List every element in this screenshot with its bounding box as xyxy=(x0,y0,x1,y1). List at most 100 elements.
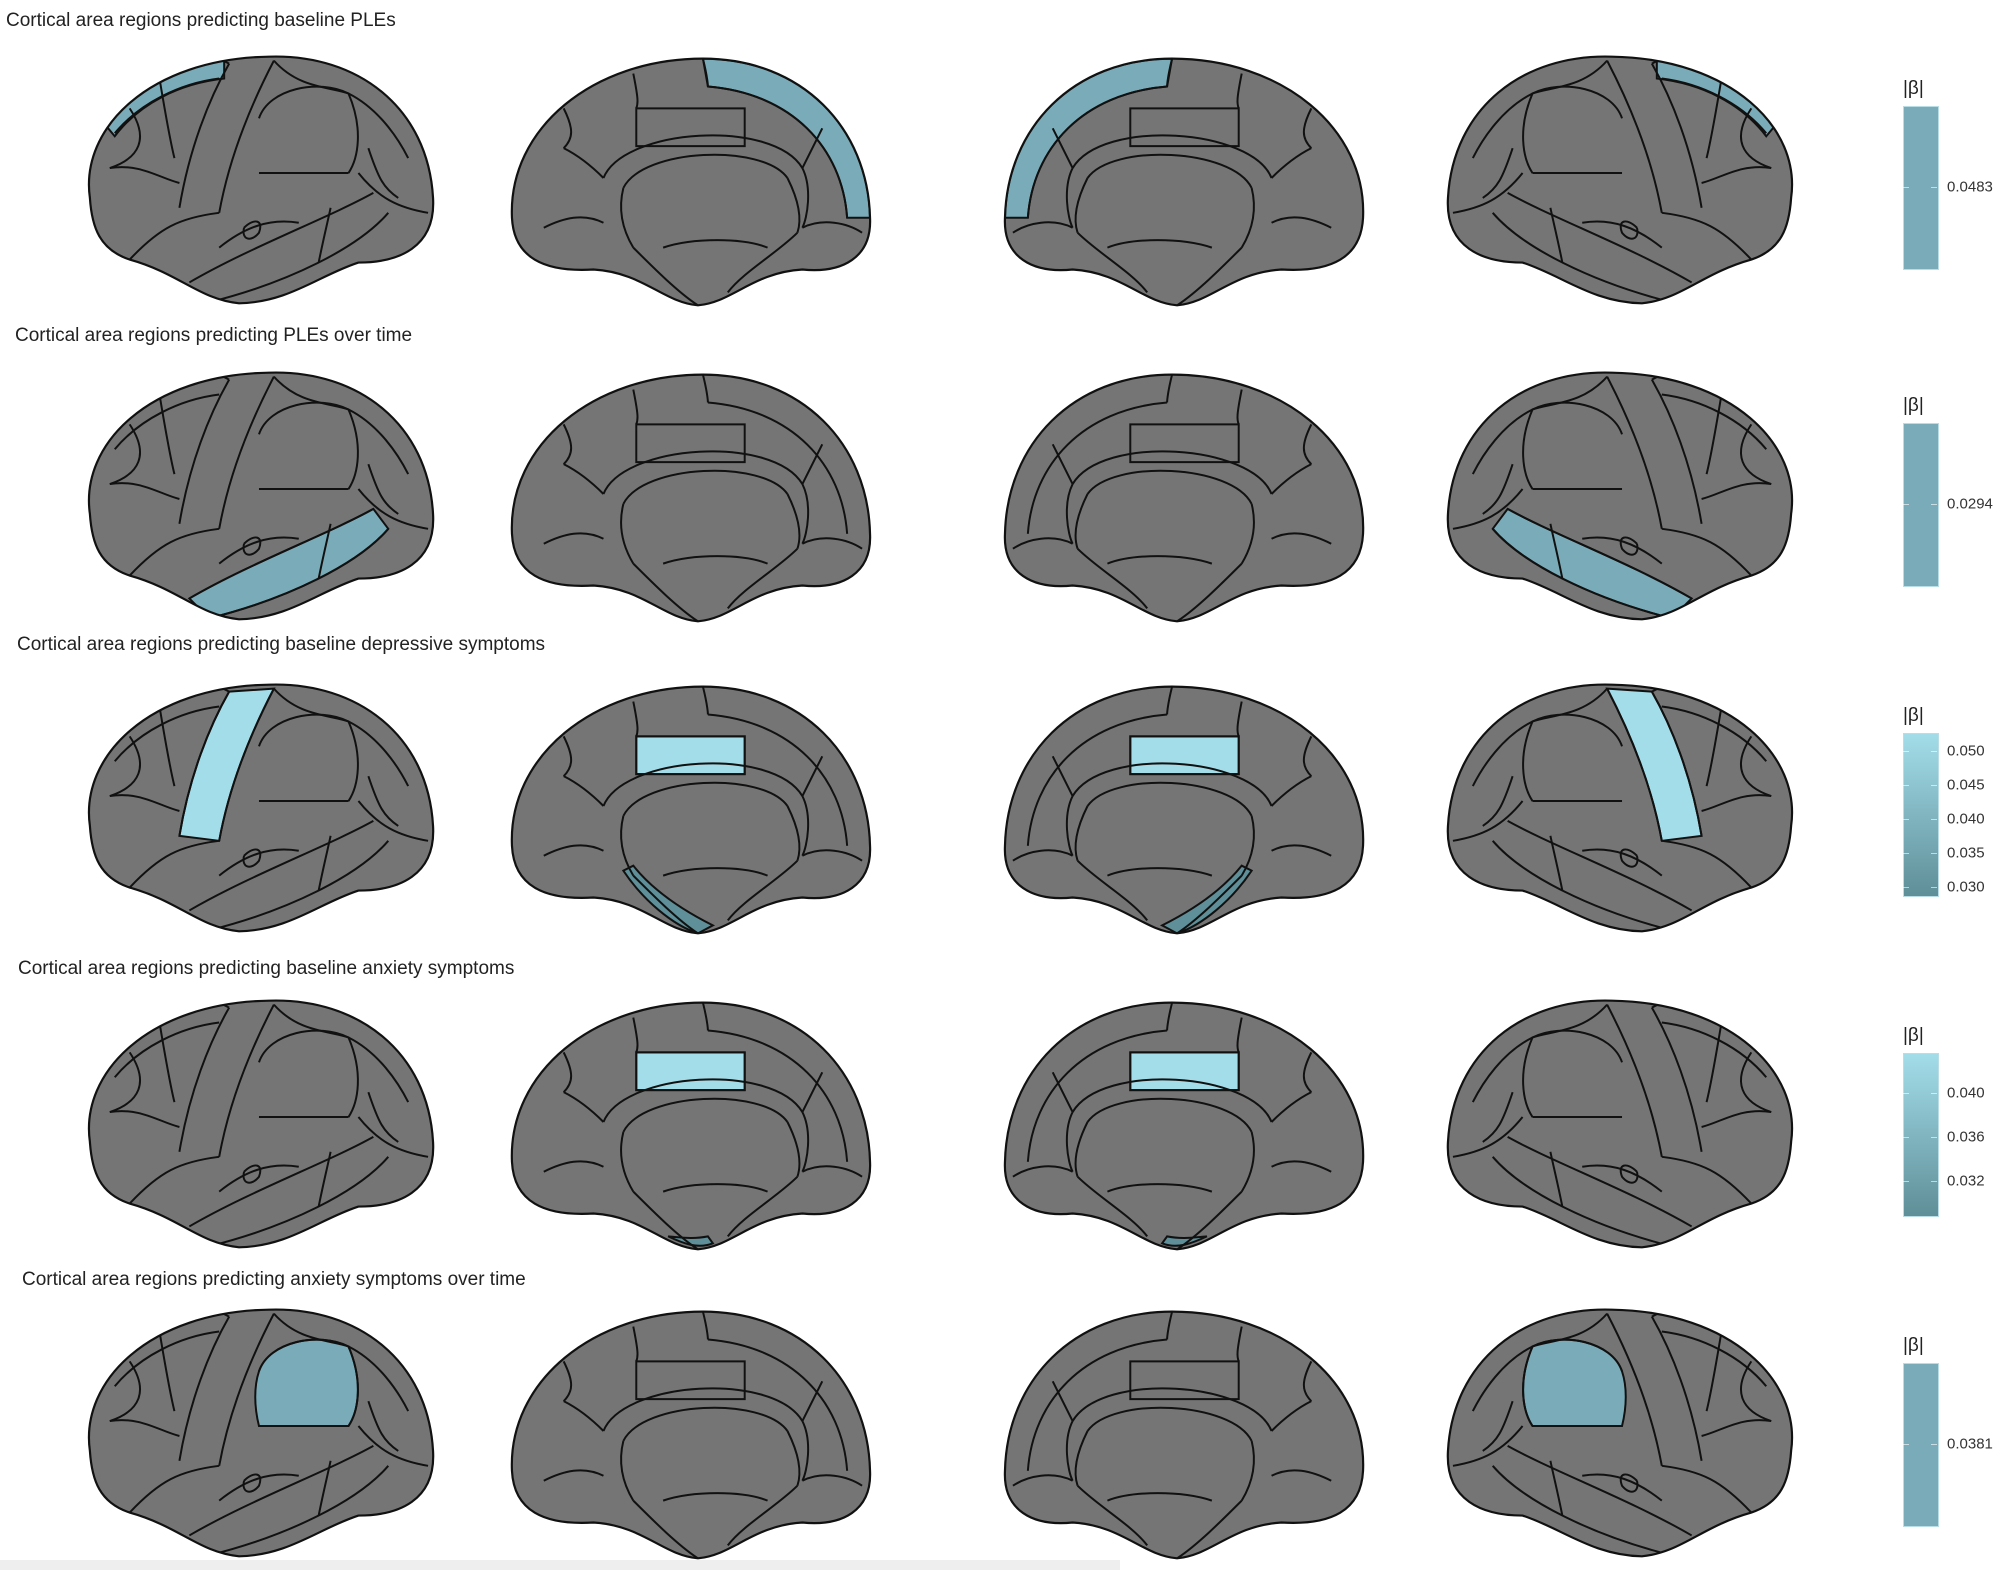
region-boundary xyxy=(1701,1110,1772,1128)
region-boundary xyxy=(218,1164,299,1193)
region-boundary xyxy=(1012,1165,1074,1178)
region-boundary xyxy=(348,720,410,787)
brain-medial-right xyxy=(1001,992,1371,1254)
panel-title: Cortical area regions predicting anxiety… xyxy=(22,1269,526,1290)
region-boundary xyxy=(1740,1360,1772,1423)
region-boundary xyxy=(801,443,824,485)
region-boundary xyxy=(158,706,176,787)
region-boundary xyxy=(113,705,220,762)
region-parahippocampal xyxy=(1159,864,1254,934)
region-boundary xyxy=(543,216,604,229)
region-boundary xyxy=(1701,794,1772,812)
region-boundary xyxy=(701,58,709,87)
region-paracentral xyxy=(635,1051,746,1092)
cortex-surface xyxy=(88,56,434,304)
region-boundary xyxy=(188,1136,374,1228)
region-boundary xyxy=(1619,1473,1639,1493)
legend-tick-label: 0.0483 xyxy=(1947,178,1993,196)
region-boundary xyxy=(1074,177,1089,234)
region-boundary xyxy=(786,1430,801,1487)
footer-strip xyxy=(0,1560,1120,1570)
region-boundary xyxy=(158,1022,176,1103)
region-boundary xyxy=(635,423,746,464)
region-boundary xyxy=(348,1345,410,1412)
region-boundary xyxy=(128,1464,220,1514)
region-boundary xyxy=(218,1313,275,1466)
region-boundary xyxy=(562,735,573,777)
region-boundary xyxy=(1012,537,1074,550)
region-boundary xyxy=(109,423,141,486)
region-boundary xyxy=(543,532,604,545)
brain-medial-left xyxy=(504,992,874,1254)
region-boundary xyxy=(1661,1330,1768,1387)
region-boundary xyxy=(726,1485,799,1546)
region-boundary xyxy=(1452,800,1524,842)
region-boundary xyxy=(707,401,849,534)
legend-tick-label: 0.045 xyxy=(1947,776,1985,794)
region-boundary xyxy=(1271,216,1332,229)
region-boundary xyxy=(1270,1091,1312,1123)
region-boundary xyxy=(1661,1155,1753,1205)
cortex-surface xyxy=(1447,1000,1793,1248)
region-boundary xyxy=(357,1116,429,1158)
panel-title: Cortical area regions predicting baselin… xyxy=(17,634,546,655)
region-boundary xyxy=(1705,1022,1723,1103)
colorbar xyxy=(1903,1053,1939,1217)
tick-mark xyxy=(1903,1093,1937,1094)
region-boundary xyxy=(1482,775,1514,827)
region-boundary xyxy=(602,134,810,229)
region-boundary xyxy=(602,1078,810,1173)
region-boundary xyxy=(622,1097,789,1133)
region-boundary xyxy=(113,393,220,450)
region-boundary xyxy=(218,60,275,213)
region-boundary xyxy=(562,1360,573,1402)
brain-lateral-right xyxy=(1441,676,1811,938)
panel-title: Cortical area regions predicting PLEs ov… xyxy=(15,325,413,346)
region-paracentral xyxy=(1129,735,1240,776)
region-boundary xyxy=(602,762,810,857)
region-boundary xyxy=(1176,1499,1243,1559)
region-boundary xyxy=(602,1387,810,1482)
region-boundary xyxy=(1507,192,1693,284)
region-boundary xyxy=(1701,1419,1772,1437)
brain-medial-left xyxy=(504,1301,874,1563)
region-boundary xyxy=(258,1029,359,1118)
region-boundary xyxy=(1650,379,1703,525)
region-boundary xyxy=(1582,536,1663,565)
region-boundary xyxy=(1076,548,1149,609)
region-boundary xyxy=(1236,1017,1243,1053)
region-boundary xyxy=(357,800,429,842)
region-boundary xyxy=(1507,1445,1693,1537)
region-boundary xyxy=(1507,820,1693,912)
region-boundary xyxy=(1026,401,1168,534)
region-boundary xyxy=(801,849,863,862)
region-boundary xyxy=(1471,408,1533,475)
region-boundary xyxy=(1240,815,1255,877)
region-boundary xyxy=(1065,1387,1273,1482)
region-boundary xyxy=(348,408,410,475)
region-boundary xyxy=(1236,73,1243,109)
region-boundary xyxy=(622,1406,789,1442)
region-entorhinal xyxy=(1160,1235,1208,1247)
region-boundary xyxy=(1086,1097,1253,1133)
region-boundary xyxy=(1452,172,1524,214)
region-boundary xyxy=(242,220,262,240)
region-boundary xyxy=(209,1465,390,1557)
colorbar xyxy=(1903,106,1939,270)
region-boundary xyxy=(1166,1002,1174,1031)
tick-mark xyxy=(1903,1444,1937,1445)
region-boundary xyxy=(801,127,824,169)
region-boundary xyxy=(1240,503,1255,565)
region-boundary xyxy=(317,207,332,263)
region-boundary xyxy=(1107,1492,1213,1502)
region-boundary xyxy=(1606,376,1663,529)
region-boundary xyxy=(1270,1400,1312,1432)
region-boundary xyxy=(242,536,262,556)
region-boundary xyxy=(1107,1183,1213,1193)
region-boundary xyxy=(128,527,220,577)
region-boundary xyxy=(1507,508,1693,600)
region-boundary xyxy=(1271,1160,1332,1173)
region-boundary xyxy=(113,1021,220,1078)
tick-mark xyxy=(1903,887,1937,888)
